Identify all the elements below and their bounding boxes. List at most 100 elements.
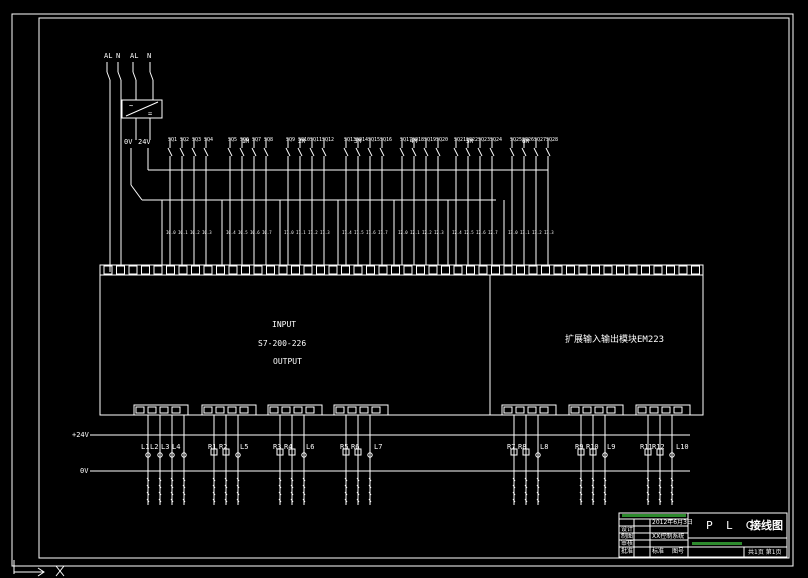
dc-24v-label: 24V <box>138 138 151 146</box>
input-device-label: SQ12 <box>322 137 334 143</box>
lamp-label: L10 <box>676 443 689 451</box>
relay-label: R5 <box>340 443 348 451</box>
input-address-label: I2.3 <box>434 230 444 235</box>
terminal-screw <box>516 265 525 275</box>
dc-0v-label: 0V <box>124 138 133 146</box>
output-dash <box>236 484 240 489</box>
input-address-label: I3.2 <box>532 230 542 235</box>
output-dash <box>658 477 662 482</box>
output-terminal-block <box>201 404 257 416</box>
terminal-screw <box>116 265 125 275</box>
output-dash <box>646 484 650 489</box>
output-dash <box>158 484 162 489</box>
output-dash <box>344 491 348 496</box>
input-device-label: SQ3 <box>192 137 201 143</box>
title-std: 标准 <box>652 547 664 555</box>
terminal-screw <box>103 265 113 275</box>
terminal-screw <box>491 265 500 275</box>
output-terminal-block <box>267 404 323 416</box>
input-address-label: I2.4 <box>452 230 462 235</box>
terminal-screw <box>135 406 145 414</box>
terminal-screw <box>191 265 200 275</box>
output-dash <box>290 498 294 503</box>
lamp-label: L4 <box>172 443 180 451</box>
input-common-label: 2M <box>298 138 306 145</box>
input-device-label: SQ21 <box>454 137 466 143</box>
input-contact <box>179 147 185 157</box>
input-contact <box>263 147 269 157</box>
input-device-label: SQ9 <box>286 137 295 143</box>
output-wiring <box>145 415 676 505</box>
input-address-label: I1.4 <box>342 230 352 235</box>
ac-l2-label: AL <box>130 52 138 60</box>
terminal-screw <box>215 406 225 414</box>
input-device-label: SQ7 <box>252 137 261 143</box>
terminal-screw <box>303 265 313 275</box>
rail-0v-label: 0V <box>80 467 89 475</box>
terminal-screw <box>515 406 525 414</box>
output-dash <box>224 491 228 496</box>
output-dash <box>278 477 282 482</box>
output-dash <box>182 491 186 496</box>
input-device-label: SQ16 <box>380 137 392 143</box>
lamp-symbol <box>367 452 373 458</box>
terminal-screw <box>253 265 263 275</box>
input-address-label: I0.7 <box>262 230 272 235</box>
terminal-screw <box>673 406 683 414</box>
output-dash <box>368 498 372 503</box>
terminal-screw <box>539 406 549 414</box>
terminal-screw <box>227 406 237 414</box>
input-contact <box>477 147 483 157</box>
terminal-screw <box>347 406 357 414</box>
terminal-screw <box>293 406 303 414</box>
terminal-screw <box>278 265 288 275</box>
output-dash <box>212 498 216 503</box>
output-dash <box>344 498 348 503</box>
input-wiring: SQ1I0.0SQ2I0.1SQ3I0.2SQ4I0.3SQ5I0.4SQ6I0… <box>161 137 558 265</box>
input-address-label: I0.0 <box>166 230 176 235</box>
lamp-symbol <box>602 452 608 458</box>
terminal-screw <box>239 406 249 414</box>
output-dash <box>670 484 674 489</box>
terminal-screw <box>666 265 675 275</box>
output-dash <box>536 484 540 489</box>
input-address-label: I0.2 <box>190 230 200 235</box>
terminal-screw <box>371 406 381 414</box>
terminal-screw <box>281 406 291 414</box>
input-address-label: I1.3 <box>320 230 330 235</box>
output-dash <box>536 491 540 496</box>
output-dash <box>158 477 162 482</box>
terminal-screw <box>616 265 625 275</box>
output-dash <box>512 491 516 496</box>
output-dash <box>603 477 607 482</box>
terminal-screw <box>528 265 538 275</box>
terminal-screw <box>159 406 169 414</box>
input-device-label: SQ4 <box>204 137 213 143</box>
terminal-screw <box>661 406 671 414</box>
input-address-label: I2.1 <box>410 230 420 235</box>
output-dash <box>579 491 583 496</box>
output-dash <box>591 498 595 503</box>
terminal-screw <box>503 406 513 414</box>
input-address-label: I0.5 <box>238 230 248 235</box>
terminal-screw <box>353 265 363 275</box>
output-terminal-block <box>501 404 557 416</box>
input-contact <box>545 147 551 157</box>
terminal-screw <box>678 265 688 275</box>
input-contact <box>239 147 245 157</box>
output-dash <box>146 491 150 496</box>
terminal-screw <box>653 265 663 275</box>
input-contact <box>251 147 257 157</box>
output-dash <box>603 498 607 503</box>
relay-coil-symbol <box>589 448 597 456</box>
terminal-screw <box>578 265 588 275</box>
lamp-label: L2 <box>150 443 158 451</box>
relay-label: R4 <box>284 443 292 451</box>
terminal-screw <box>305 406 315 414</box>
input-device-label: SQ2 <box>180 137 189 143</box>
terminal-screw <box>527 406 537 414</box>
lamp-symbol <box>669 452 675 458</box>
lamp-label: L6 <box>306 443 314 451</box>
input-common-label: 4M <box>410 138 418 145</box>
output-terminal-block <box>133 404 189 416</box>
